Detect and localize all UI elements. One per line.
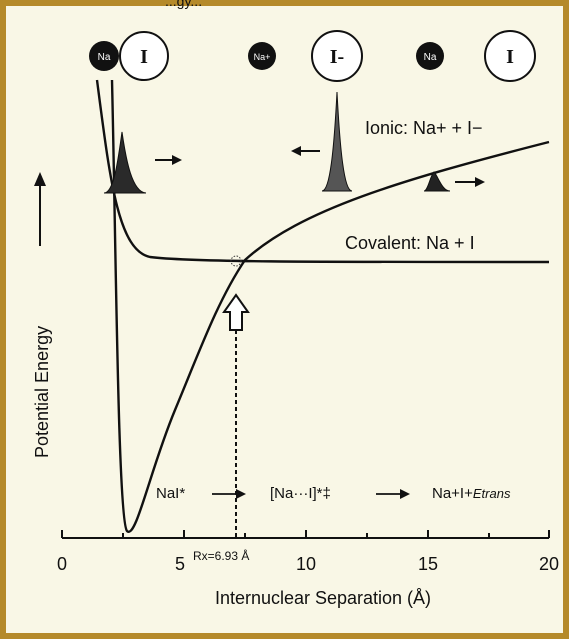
- arrow-right-left-packet: [155, 155, 182, 165]
- atom-pair-right: Na I: [416, 30, 536, 82]
- reaction-transition-state: [Na···I]*‡: [270, 485, 331, 502]
- i-ion: [311, 30, 363, 82]
- arrow-left-middle-packet: [291, 146, 320, 156]
- wave-packet-left: [103, 131, 147, 194]
- x-axis-ticks: [61, 530, 550, 538]
- atom-pair-middle: Na+ I-: [248, 30, 363, 82]
- na-ion-label: Na+: [254, 52, 271, 62]
- covalent-label: Covalent: Na + I: [345, 233, 475, 253]
- i-atom-left: [119, 31, 169, 81]
- covalent-curve: [95, 79, 550, 264]
- wave-packet-middle: [321, 91, 353, 192]
- i-ion-label: I-: [330, 46, 344, 68]
- crossing-arrow-hollow: [222, 293, 250, 331]
- i-label-right: I: [506, 46, 514, 68]
- na-atom-right: [416, 42, 444, 70]
- i-atom-right: [484, 30, 536, 82]
- x-tick-0: 0: [57, 554, 67, 574]
- reaction-products-text: Na+I+: [432, 485, 473, 502]
- reaction-products-etrans: Etrans: [473, 486, 511, 501]
- wave-packet-right: [423, 171, 451, 192]
- reaction-reactant: NaI*: [156, 485, 185, 502]
- arrow-right-right-packet: [455, 177, 485, 187]
- y-axis-arrow: [34, 172, 46, 246]
- crossing-point: [230, 255, 242, 267]
- reaction-arrow-1: [212, 489, 246, 499]
- reaction-arrow-2: [376, 489, 410, 499]
- x-tick-10: 10: [296, 554, 316, 574]
- atom-pair-left: Na I: [89, 31, 169, 81]
- reaction-products: Na+I+Etrans: [432, 485, 511, 502]
- na-label-right: Na: [424, 52, 437, 63]
- x-tick-5: 5: [175, 554, 185, 574]
- y-axis-label: Potential Energy: [32, 326, 52, 458]
- top-title-fragment: ...gy...: [165, 0, 202, 9]
- x-axis-label: Internuclear Separation (Å): [215, 588, 431, 608]
- na-label-left: Na: [98, 52, 111, 63]
- ionic-curve: [110, 79, 550, 533]
- x-tick-15: 15: [418, 554, 438, 574]
- rx-value-label: Rx=6.93 Å: [193, 548, 249, 563]
- i-label-left: I: [140, 46, 148, 68]
- x-tick-20: 20: [539, 554, 559, 574]
- ionic-label: Ionic: Na+ + I−: [365, 118, 483, 138]
- na-atom-left: [89, 41, 119, 71]
- na-ion: [248, 42, 276, 70]
